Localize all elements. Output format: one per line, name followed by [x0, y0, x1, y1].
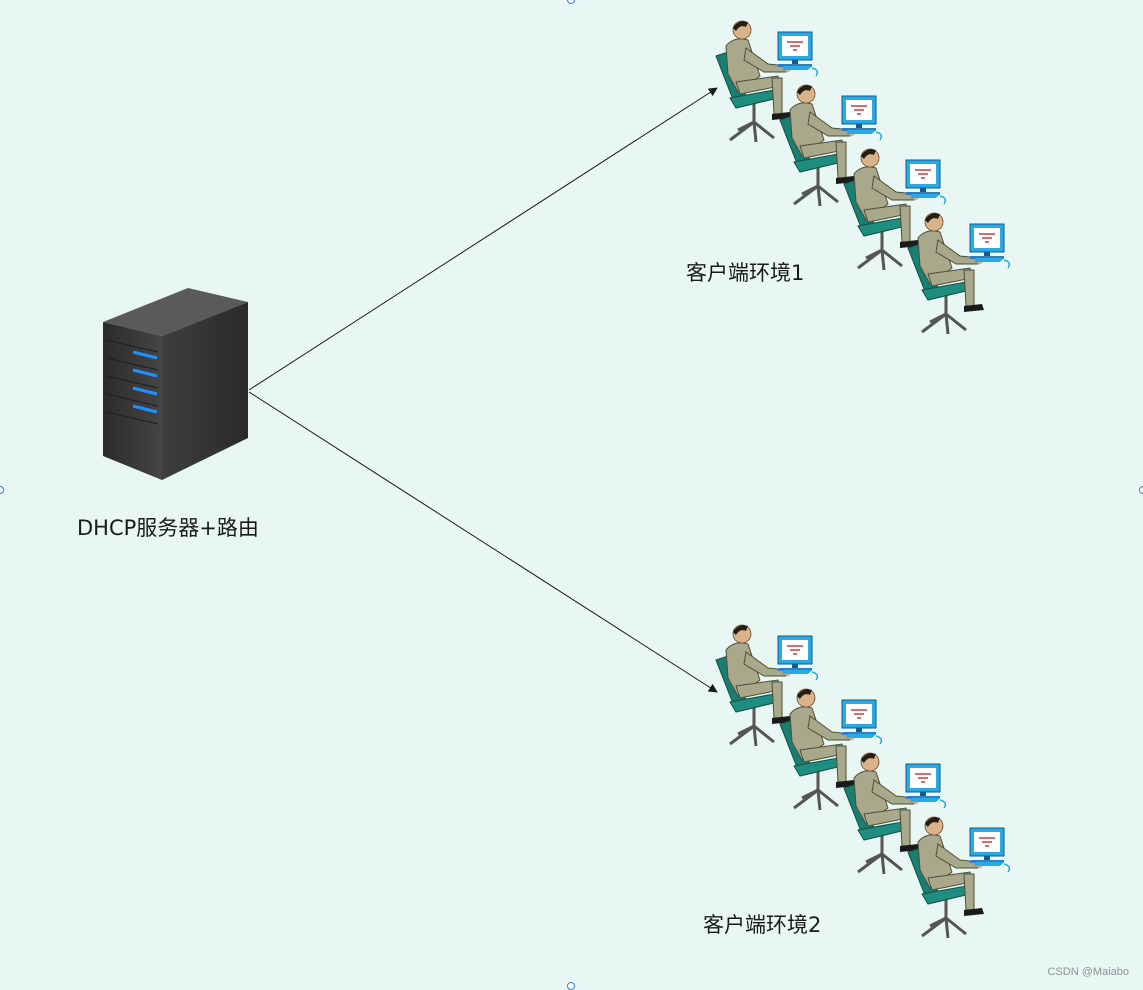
client-group-1-users-icon[interactable] — [714, 19, 1011, 336]
client-group-2-label: 客户端环境2 — [703, 913, 822, 937]
selection-handle-right[interactable] — [1139, 486, 1143, 494]
selection-handle-bottom[interactable] — [567, 982, 575, 990]
connection-to-client-group-1[interactable] — [248, 87, 718, 391]
server-tower-icon[interactable] — [103, 288, 248, 480]
client-group-2-users-icon[interactable] — [714, 623, 1011, 940]
connection-to-client-group-2[interactable] — [248, 391, 718, 693]
watermark: CSDN @Maiabo — [1047, 966, 1129, 978]
client-group-1-label: 客户端环境1 — [686, 261, 805, 285]
server-label: DHCP服务器+路由 — [77, 516, 259, 540]
